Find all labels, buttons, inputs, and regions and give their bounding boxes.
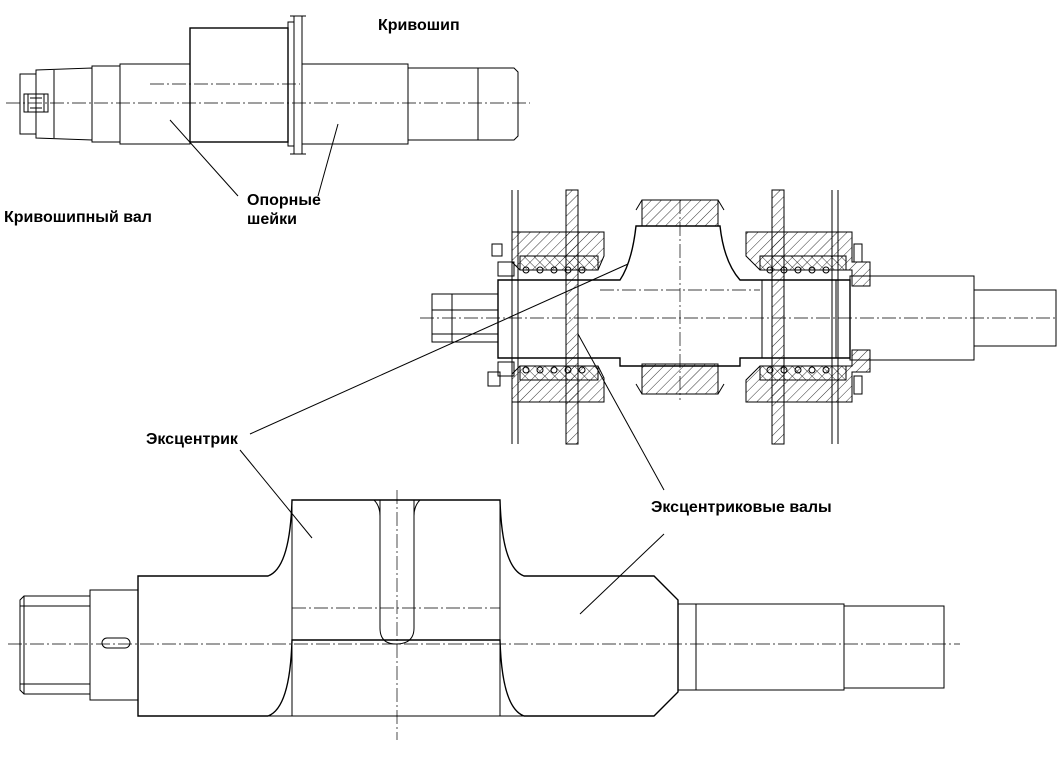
bearing-journal-left xyxy=(119,63,191,145)
ecc-shaft-left-end xyxy=(19,595,91,695)
frame-wall-right xyxy=(771,189,785,445)
leader-eccentric-mid xyxy=(249,263,629,435)
crankshaft-view xyxy=(6,15,530,197)
leader-eccentric xyxy=(239,449,313,539)
leader-ecc-shafts-mid xyxy=(577,333,665,491)
bearing-rollers xyxy=(522,266,830,374)
leader-crankshaft xyxy=(169,119,239,197)
label-eccentric: Эксцентрик xyxy=(146,431,238,448)
bearing-journal-right xyxy=(301,63,409,145)
label-bearing-journals: Опорные шейки xyxy=(247,192,321,228)
ecc-shaft-right-end xyxy=(843,605,945,689)
eccentric-shaft-view xyxy=(8,449,960,740)
label-crankshaft: Кривошипный вал xyxy=(4,209,152,226)
keyway xyxy=(101,637,131,649)
crankpin-body xyxy=(189,27,289,143)
leader-ecc-shafts xyxy=(579,533,665,615)
eccentric-assembly-section xyxy=(249,189,1058,491)
leader-journals xyxy=(317,123,339,197)
eccentric-body xyxy=(137,499,679,717)
label-crankpin: Кривошип xyxy=(378,17,460,34)
frame-wall-left xyxy=(565,189,579,445)
label-eccentric-shafts: Эксцентриковые валы xyxy=(651,499,832,516)
